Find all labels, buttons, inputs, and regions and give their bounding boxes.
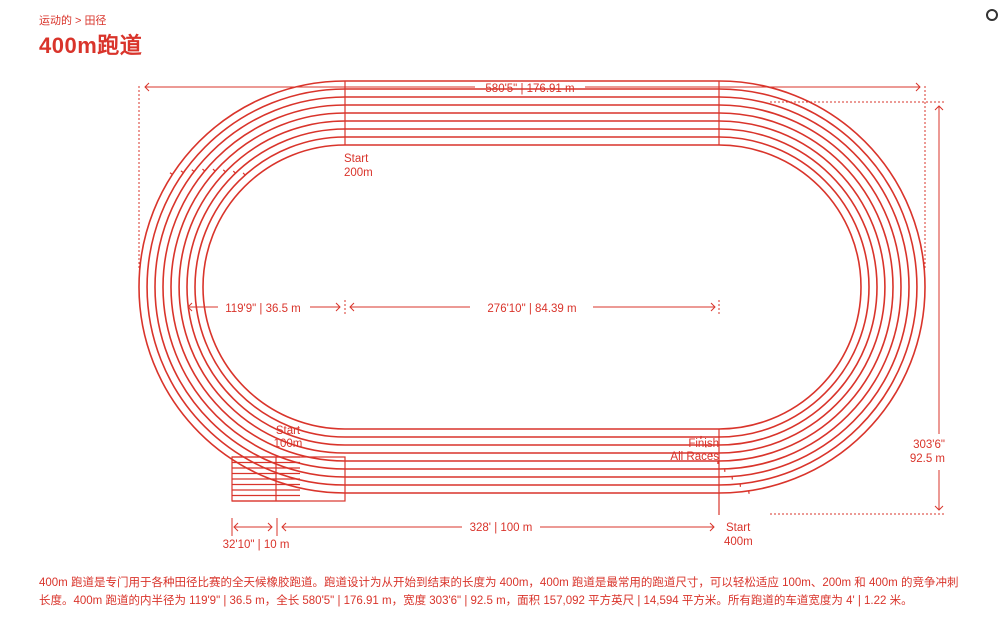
start-200-label: Start [344,153,369,165]
arrow [349,302,355,312]
partial-circle-icon [986,9,998,21]
start-400-distance: 400m [724,536,753,548]
total-length-label: 580'5" | 176.91 m [485,83,574,95]
lane-line [146,88,918,486]
lower-straight-label: 328' | 100 m [470,522,533,534]
stagger-tick [242,172,246,176]
lane-line [186,128,878,446]
arrow [144,82,150,92]
lane-line [170,112,894,462]
start-100-distance: 100m [274,438,303,450]
breadcrumb-separator: > [75,15,82,27]
finish-races: All Races [670,451,719,463]
stagger-tick [202,168,206,172]
description: 400m 跑道是专门用于各种田径比赛的全天候橡胶跑道。跑道设计为从开始到结束的长… [39,574,989,610]
arrow [281,522,287,532]
start-100-label: Start [276,425,301,437]
inner-radius-label: 119'9" | 36.5 m [225,303,301,315]
track-extras [169,81,750,515]
arrow [267,522,273,532]
lane-line [194,136,870,438]
stagger-tick [191,169,195,172]
width-label-metric: 92.5 m [910,453,945,465]
arrow [934,505,944,511]
lane-line [138,80,926,494]
start-200-distance: 200m [344,167,373,179]
finish-label: Finish [688,438,719,450]
stagger-tick [169,172,173,175]
breadcrumb-current[interactable]: 田径 [84,15,107,27]
start-400-label: Start [726,522,751,534]
stagger-tick [212,168,216,172]
description-line-2: 长度。400m 跑道的内半径为 119'9" | 36.5 m，全长 580'5… [39,595,913,607]
lane-line [202,144,862,430]
lane-line [162,104,902,470]
extension-label: 32'10" | 10 m [223,539,290,551]
arrow [335,302,341,312]
arrow [709,522,715,532]
arrow [233,522,239,532]
dimension-lines [138,82,944,536]
straight-length-label: 276'10" | 84.39 m [487,303,576,315]
stagger-tick [180,170,184,174]
page-title: 400m跑道 [39,33,143,58]
lane-line [154,96,910,478]
width-label-imperial: 303'6" [913,439,945,451]
stagger-tick [232,170,236,174]
description-line-1: 400m 跑道是专门用于各种田径比赛的全天候橡胶跑道。跑道设计为从开始到结束的长… [39,577,959,589]
lane-line [178,120,886,454]
arrow [915,82,921,92]
breadcrumb-parent[interactable]: 运动的 [39,15,72,27]
stagger-tick [222,169,226,173]
arrow [934,105,944,111]
arrow [187,302,193,312]
arrow [710,302,716,312]
track-lanes [138,80,926,494]
breadcrumb: 运动的>田径 [39,12,106,28]
